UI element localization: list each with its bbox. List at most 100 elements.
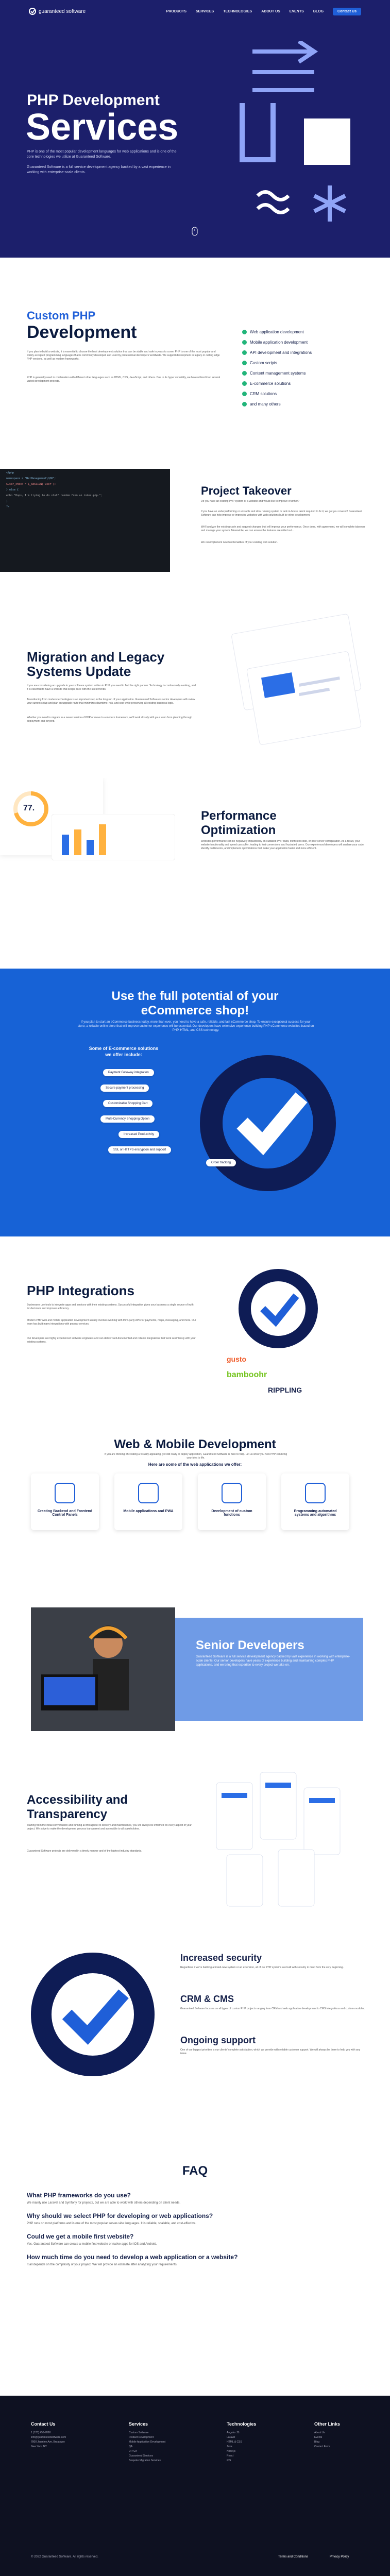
ecom-title-2: eCommerce shop!	[141, 1004, 249, 1018]
check-item: E-commerce solutions	[242, 381, 312, 386]
bamboohr-logo: bamboohr	[227, 1370, 267, 1379]
logo-icon	[29, 8, 36, 15]
check-item: Mobile application development	[242, 340, 312, 345]
menu-technologies[interactable]: TECHNOLOGIES	[223, 9, 252, 13]
custom-php-section: Custom PHP Development If you plan to bu…	[0, 268, 390, 479]
perf-title: Performance	[201, 809, 277, 823]
web-p1: If you are thinking of creating a visual…	[104, 1453, 287, 1460]
rippling-logo: RIPPLING	[268, 1386, 302, 1394]
custom-p1: If you plan to build a website, it is es…	[27, 350, 220, 361]
migration-title-2: Systems Update	[27, 664, 131, 679]
perf-title-2: Optimization	[201, 823, 276, 837]
check-item: Content management systems	[242, 371, 312, 376]
ecom-title: Use the full potential of your	[111, 989, 279, 1003]
faq-title: FAQ	[182, 2164, 208, 2178]
senior-dev-section: Senior Developers Guaranteed Software is…	[0, 1607, 390, 1736]
hero-title: PHP Development	[27, 92, 160, 109]
takeover-title: Project Takeover	[201, 484, 292, 497]
code-icon	[222, 1483, 242, 1503]
migration-p1: If you are considering an upgrade to you…	[27, 684, 196, 691]
ecom-pill: SSL or HTTPS encryption and support	[108, 1146, 172, 1154]
contact-button[interactable]: Contact Us	[333, 7, 361, 15]
footer-copyright: © 2022 Guaranteed Software. All rights r…	[31, 2555, 98, 2558]
perf-p1: Websites performance can be negatively i…	[201, 840, 365, 850]
faq-section: FAQ What PHP frameworks do you use?We ma…	[0, 2154, 390, 2344]
takeover-p1: Do you have an existing PHP system or a …	[201, 500, 299, 503]
progress-ring	[13, 791, 48, 826]
takeover-p3: We'll analyze the existing code and sugg…	[201, 526, 365, 532]
integ-p2: Modern PHP web and mobile application de…	[27, 1319, 196, 1326]
takeover-p4: We can implement new functionalities of …	[201, 541, 278, 544]
hero-desc: PHP is one of the most popular developme…	[27, 150, 177, 159]
ecom-sub: Some of E-commerce solutions	[89, 1046, 159, 1051]
ecom-pill: Customizable Shopping Cart	[103, 1100, 153, 1107]
check-item: Web application development	[242, 330, 312, 334]
check-item: Custom scripts	[242, 361, 312, 365]
senior-p1: Guaranteed Software is a full service de…	[196, 1655, 350, 1667]
menu-about[interactable]: ABOUT US	[261, 9, 280, 13]
web-title: Web & Mobile Development	[114, 1437, 276, 1451]
migration-p2: Transitioning from modern technologies i…	[27, 698, 195, 705]
top-nav: guaranteed software PRODUCTS SERVICES TE…	[29, 6, 361, 16]
code-screenshot: <?php namespace = "NetManagement\\HR"; $…	[0, 469, 170, 572]
menu-services[interactable]: SERVICES	[195, 9, 214, 13]
dashboard-mockup	[231, 614, 362, 745]
faq-item[interactable]: What PHP frameworks do you use?We mainly…	[27, 2192, 181, 2205]
check-item: CRM solutions	[242, 392, 312, 396]
scroll-mouse-icon[interactable]	[192, 227, 198, 236]
performance-section: 77. Performance Optimization Websites pe…	[0, 778, 390, 912]
takeover-p2: If you have an underperforming or unstab…	[201, 510, 363, 517]
senior-title: Senior Developers	[196, 1638, 304, 1652]
ecom-pill: Secure payment processing	[100, 1084, 149, 1092]
faq-item[interactable]: How much time do you need to develop a w…	[27, 2253, 238, 2266]
service-card[interactable]: Development of custom functions	[198, 1473, 266, 1530]
faq-list: What PHP frameworks do you use?We mainly…	[27, 2184, 357, 2267]
mobile-screens-mockup	[216, 1772, 341, 1907]
takeover-section: <?php namespace = "NetManagement\\HR"; $…	[0, 459, 390, 592]
main-menu: PRODUCTS SERVICES TECHNOLOGIES ABOUT US …	[166, 7, 361, 15]
integ-p3: Our developers are highly experienced so…	[27, 1337, 196, 1344]
menu-products[interactable]: PRODUCTS	[166, 9, 186, 13]
acc-p1: Starting from the initial conversation a…	[27, 1824, 192, 1831]
acc-title-2: Transparency	[27, 1807, 108, 1821]
menu-events[interactable]: EVENTS	[289, 9, 304, 13]
check-item: and many others	[242, 402, 312, 406]
service-card[interactable]: Creating Backend and Frontend Control Pa…	[31, 1473, 99, 1530]
hero-desc-2: Guaranteed Software is a full service de…	[27, 165, 171, 174]
service-card[interactable]: Mobile applications and PWA	[114, 1473, 182, 1530]
acc-title: Accessibility and	[27, 1793, 128, 1807]
faq-item[interactable]: Why should we select PHP for developing …	[27, 2212, 213, 2225]
security-item: CRM & CMS Guaranteed Software focuses on…	[180, 1994, 365, 2010]
ecom-sub-2: we offer include:	[105, 1052, 142, 1057]
hero-title-services: Services	[26, 107, 179, 148]
integ-title: PHP Integrations	[27, 1283, 135, 1298]
logo[interactable]: guaranteed software	[29, 8, 86, 15]
custom-title-2: Development	[27, 323, 137, 342]
menu-blog[interactable]: BLOG	[313, 9, 324, 13]
developer-illustration	[41, 1625, 129, 1710]
logo-text: guaranteed software	[39, 8, 86, 14]
integration-graphic	[239, 1269, 318, 1348]
ecom-pill: Order tracking	[206, 1159, 236, 1166]
custom-checklist: Web application development Mobile appli…	[242, 330, 312, 412]
service-card[interactable]: Programming automated systems and algori…	[281, 1473, 349, 1530]
ecom-pill: Multi-Currency Shopping Option	[100, 1115, 155, 1123]
hero-section: guaranteed software PRODUCTS SERVICES TE…	[0, 0, 390, 258]
accessibility-section: Accessibility and Transparency Starting …	[0, 1762, 390, 1917]
acc-p2: Guaranteed Software projects are deliver…	[27, 1850, 142, 1853]
faq-item[interactable]: Could we get a mobile first website?Yes,…	[27, 2233, 157, 2246]
custom-title-1: Custom PHP	[27, 309, 96, 322]
mobile-icon	[138, 1483, 159, 1503]
check-item: API development and integrations	[242, 350, 312, 355]
hero-graphic	[240, 41, 350, 222]
checkmark-graphic	[200, 1055, 336, 1191]
footer-privacy-link[interactable]: Privacy Policy	[330, 2555, 349, 2558]
gusto-logo: gusto	[227, 1355, 247, 1363]
panel-icon	[55, 1483, 75, 1503]
ecom-pill: Increased Productivity	[118, 1131, 160, 1138]
security-item: Ongoing support One of our biggest prior…	[180, 2035, 361, 2055]
footer-terms-link[interactable]: Terms and Conditions	[278, 2555, 309, 2558]
